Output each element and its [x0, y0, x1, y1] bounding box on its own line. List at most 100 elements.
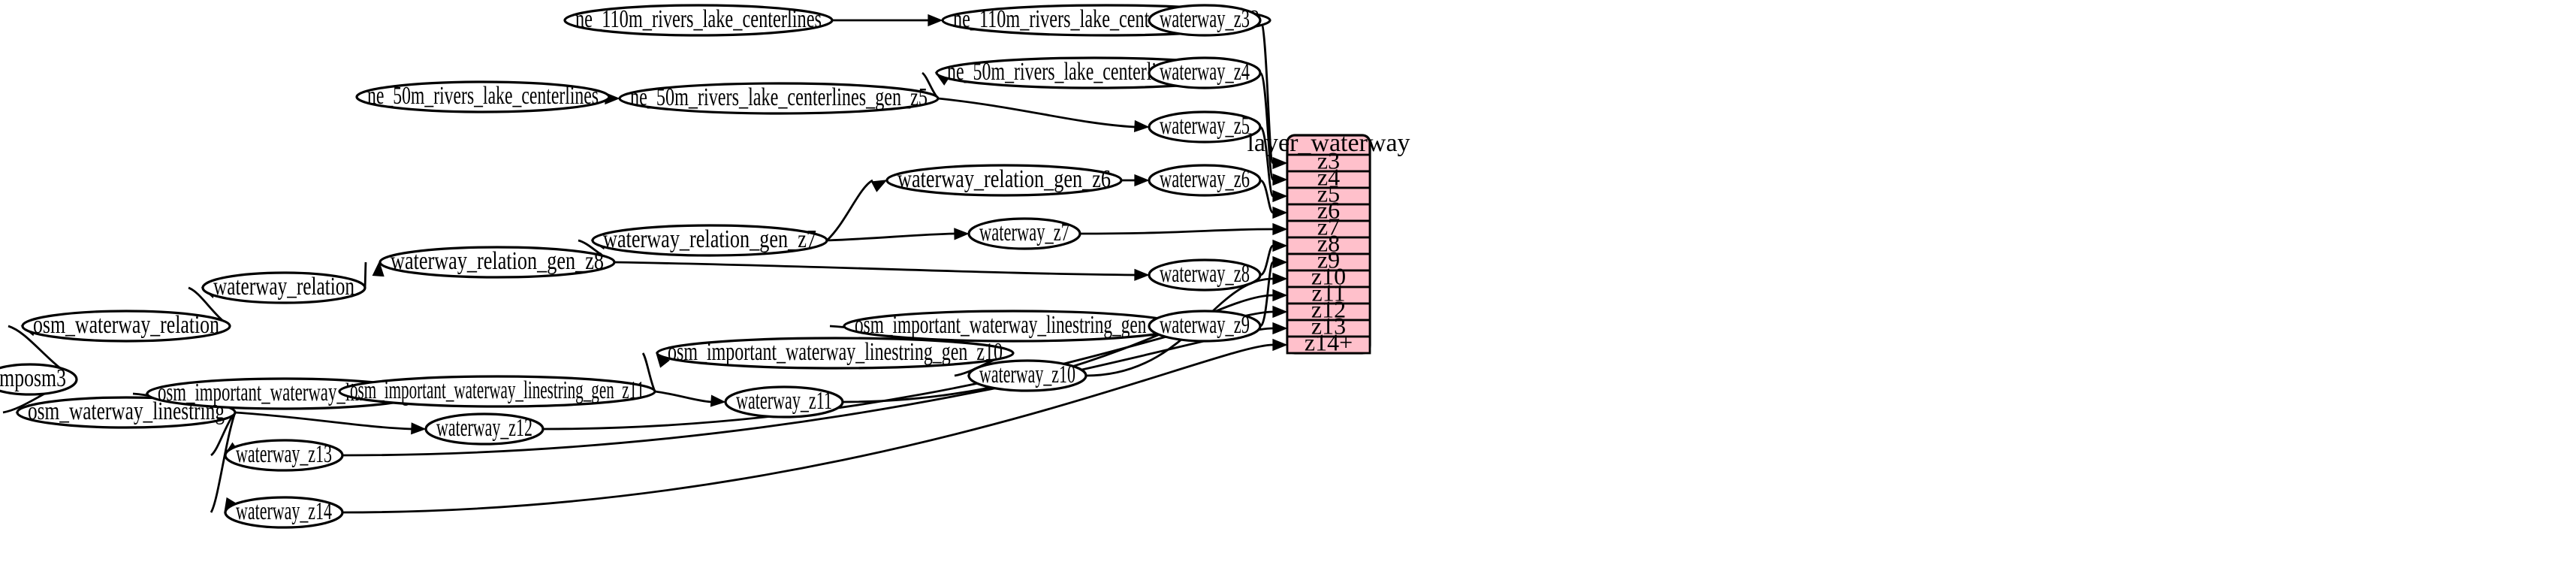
node-waterway_z4[interactable]: waterway_z4: [1148, 56, 1262, 89]
edge-osm_waterway_linestring-to-waterway_z14: [210, 412, 237, 513]
node-ne_110m_rivers_lake_centerlines[interactable]: ne_110m_rivers_lake_centerlines: [563, 4, 834, 37]
node-label-waterway_z3: waterway_z3: [1160, 5, 1250, 33]
node-osm_waterway_linestring[interactable]: osm_waterway_linestring: [16, 396, 237, 429]
node-waterway_relation[interactable]: waterway_relation: [201, 271, 366, 304]
node-outline: [224, 439, 344, 472]
node-label-waterway_z13: waterway_z13: [236, 440, 332, 468]
node-waterway_relation_gen_z7[interactable]: waterway_relation_gen_z7: [591, 224, 828, 257]
node-outline: [338, 375, 656, 408]
node-outline: [379, 246, 616, 279]
edge-osm_waterway_linestring-to-waterway_z12: [234, 411, 412, 431]
edge-ne_50m_rivers_lake_centerlines_gen_z5-to-waterway_z5: [937, 97, 1136, 128]
edge-arrowhead: [1272, 338, 1288, 352]
edge-arrowhead: [411, 422, 427, 435]
record-cell-label-z14plus: z14+: [1305, 328, 1353, 355]
edge-osm_important_waterway_linestring_gen_z11-to-osm_important_waterway_linestring_gen_z10: [641, 352, 656, 392]
edge-waterway_z8-to-layer_waterway-z8: [1259, 244, 1274, 276]
edge-arrowhead: [954, 228, 970, 240]
node-outline: [618, 82, 940, 115]
node-label-imposm3: imposm3: [0, 364, 66, 392]
node-outline: [885, 164, 1123, 197]
node-outline: [1148, 164, 1262, 197]
node-outline: [591, 224, 828, 257]
node-waterway_z11[interactable]: waterway_z11: [724, 385, 844, 418]
record-node-layer-waterway[interactable]: layer_waterwayz3z4z5z6z7z8z9z10z11z12z13…: [1247, 129, 1410, 356]
node-waterway_z5[interactable]: waterway_z5: [1148, 110, 1262, 144]
node-label-osm_waterway_relation: osm_waterway_relation: [33, 311, 219, 339]
edge-arrowhead: [1272, 239, 1288, 252]
node-outline: [224, 496, 344, 529]
edge-waterway_z9-to-layer_waterway-z9: [1259, 261, 1274, 328]
node-waterway_relation_gen_z6[interactable]: waterway_relation_gen_z6: [885, 164, 1123, 197]
record-cell-label-z8: z8: [1317, 229, 1340, 256]
node-osm_important_waterway_linestring_gen_z9[interactable]: osm_important_waterway_linestring_gen_z9: [843, 310, 1184, 343]
node-outline: [1148, 110, 1262, 144]
edge-arrowhead: [1134, 174, 1150, 187]
record-cell-label-z3: z3: [1317, 147, 1340, 174]
record-cell-label-z13: z13: [1311, 312, 1346, 339]
node-label-osm_important_waterway_linestring_gen_z11: osm_important_waterway_linestring_gen_z1…: [350, 376, 644, 404]
edge-arrowhead: [710, 394, 726, 407]
node-waterway_z3[interactable]: waterway_z3: [1148, 4, 1262, 37]
node-osm_important_waterway_linestring_gen_z11[interactable]: osm_important_waterway_linestring_gen_z1…: [338, 375, 656, 408]
node-outline: [724, 385, 844, 418]
node-outline: [656, 337, 1015, 370]
edge-arrowhead: [1134, 268, 1150, 281]
record-cell-label-z6: z6: [1317, 196, 1340, 223]
edge-arrowhead: [1272, 305, 1288, 319]
node-label-waterway_relation_gen_z8: waterway_relation_gen_z8: [391, 247, 604, 275]
node-label-waterway_z10: waterway_z10: [979, 361, 1075, 388]
node-outline: [201, 271, 366, 304]
edge-arrowhead: [928, 14, 943, 27]
node-ne_50m_rivers_lake_centerlines_gen_z5[interactable]: ne_50m_rivers_lake_centerlines_gen_z5: [618, 82, 940, 115]
node-waterway_z12[interactable]: waterway_z12: [424, 412, 544, 446]
node-label-waterway_z8: waterway_z8: [1160, 260, 1250, 288]
edge-arrowhead: [870, 180, 888, 192]
edge-waterway_relation_gen_z7-to-waterway_z7: [826, 232, 955, 242]
edge-arrowhead: [1272, 189, 1288, 203]
node-ne_50m_rivers_lake_centerlines[interactable]: ne_50m_rivers_lake_centerlines: [355, 80, 611, 113]
edge-osm_important_waterway_linestring_gen_z11-to-waterway_z11: [654, 390, 712, 403]
edge-arrowhead: [1272, 222, 1288, 236]
node-outline: [1148, 56, 1262, 89]
node-waterway_z6[interactable]: waterway_z6: [1148, 164, 1262, 197]
node-label-ne_110m_rivers_lake_centerlines: ne_110m_rivers_lake_centerlines: [575, 5, 822, 33]
edge-arrowhead: [1272, 156, 1288, 170]
record-cell-label-z5: z5: [1317, 180, 1340, 207]
edge-arrowhead: [372, 261, 385, 277]
node-waterway_z14[interactable]: waterway_z14: [224, 496, 344, 529]
node-label-waterway_z12: waterway_z12: [436, 414, 532, 442]
record-cell-label-z12: z12: [1311, 295, 1346, 322]
node-waterway_z8[interactable]: waterway_z8: [1148, 258, 1262, 292]
node-label-waterway_z4: waterway_z4: [1160, 58, 1250, 86]
record-cell-z14plus[interactable]: [1286, 335, 1371, 355]
edge-waterway_z3-to-layer_waterway-z3: [1259, 19, 1274, 165]
node-waterway_z7[interactable]: waterway_z7: [967, 217, 1081, 250]
node-waterway_z10[interactable]: waterway_z10: [967, 359, 1087, 392]
edge-arrowhead: [1272, 272, 1288, 286]
node-waterway_relation_gen_z8[interactable]: waterway_relation_gen_z8: [379, 246, 616, 279]
node-osm_waterway_relation[interactable]: osm_waterway_relation: [21, 310, 231, 343]
record-cell-label-z9: z9: [1317, 246, 1340, 273]
node-outline: [967, 217, 1081, 250]
nodes-layer: imposm3 osm_waterway_relation osm_waterway…: [0, 4, 1271, 529]
node-outline: [0, 363, 78, 396]
node-outline: [1148, 4, 1262, 37]
record-node-layer: layer_waterwayz3z4z5z6z7z8z9z10z11z12z13…: [1247, 129, 1410, 356]
node-outline: [355, 80, 611, 113]
edge-waterway_relation-to-waterway_relation_gen_z8: [363, 261, 367, 289]
node-waterway_z13[interactable]: waterway_z13: [224, 439, 344, 472]
record-cell-label-z11: z11: [1311, 279, 1345, 306]
edge-arrowhead: [1272, 289, 1288, 302]
node-osm_important_waterway_linestring_gen_z10[interactable]: osm_important_waterway_linestring_gen_z1…: [656, 337, 1015, 370]
edge-waterway_z7-to-layer_waterway-z7: [1079, 228, 1274, 235]
node-imposm3[interactable]: imposm3: [0, 363, 78, 396]
edge-arrowhead: [1272, 206, 1288, 219]
edge-waterway_z4-to-layer_waterway-z4: [1259, 71, 1274, 181]
edge-waterway_relation_gen_z8-to-waterway_z8: [614, 261, 1136, 276]
node-outline: [1148, 310, 1262, 343]
node-waterway_z9[interactable]: waterway_z9: [1148, 310, 1262, 343]
node-label-waterway_z9: waterway_z9: [1160, 311, 1250, 339]
